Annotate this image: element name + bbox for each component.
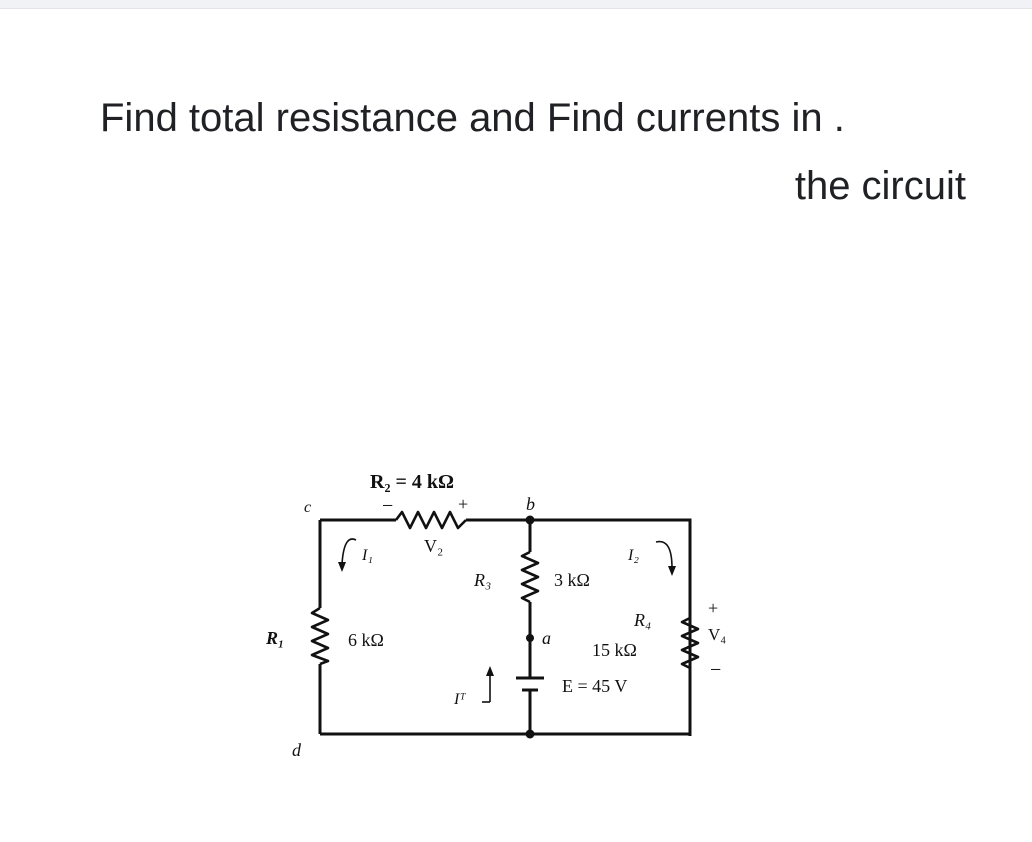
it-arrowhead <box>486 666 494 676</box>
v2-plus-sign: + <box>458 494 468 514</box>
r2-label: R₂ = 4 kΩ <box>370 471 454 493</box>
r4-value: 15 kΩ <box>592 640 637 660</box>
v4-label: V₄ <box>708 625 726 644</box>
question-line-2: the circuit <box>794 164 966 208</box>
window-top-bar <box>0 0 1032 8</box>
i2-label: I₂ <box>627 547 639 564</box>
i2-arrowhead <box>668 566 676 576</box>
r3-symbol: R₃ <box>473 570 491 590</box>
v4-plus-sign: + <box>708 598 718 618</box>
e-label: E = 45 V <box>562 676 627 696</box>
circuit-diagram: c b a d R₂ = 4 kΩ − + V₂ I₁ R₁ 6 kΩ R₃ 3… <box>265 471 726 760</box>
node-a-label: a <box>542 628 551 648</box>
r1-value: 6 kΩ <box>348 630 384 650</box>
i1-arrow <box>341 538 357 565</box>
node-a-dot <box>526 634 534 642</box>
r1-symbol: R₁ <box>265 628 284 648</box>
v4-minus-sign: − <box>710 659 721 681</box>
question-line-1: Find total resistance and Find currents … <box>100 96 845 140</box>
resistor-r3 <box>520 550 540 604</box>
it-label: Iᵀ <box>453 691 466 708</box>
i2-arrow <box>655 540 673 569</box>
i1-arrowhead <box>338 562 346 572</box>
v2-minus-sign: − <box>382 495 393 517</box>
v2-label: V₂ <box>424 536 443 556</box>
resistor-r1 <box>310 606 330 666</box>
top-bar-divider <box>0 8 1032 9</box>
i1-label: I₁ <box>361 547 373 564</box>
wire-top-right <box>466 518 692 736</box>
resistor-r4 <box>680 616 700 670</box>
node-c-label: c <box>304 499 311 516</box>
r4-symbol: R₄ <box>633 610 651 630</box>
node-d-label: d <box>292 740 302 760</box>
node-b-label: b <box>526 494 535 514</box>
r3-value: 3 kΩ <box>554 570 590 590</box>
junction-dot-top <box>525 515 535 525</box>
resistor-r2 <box>394 510 467 530</box>
junction-dot-bottom <box>525 729 535 739</box>
question-text: Find total resistance and Find currents … <box>100 84 966 220</box>
